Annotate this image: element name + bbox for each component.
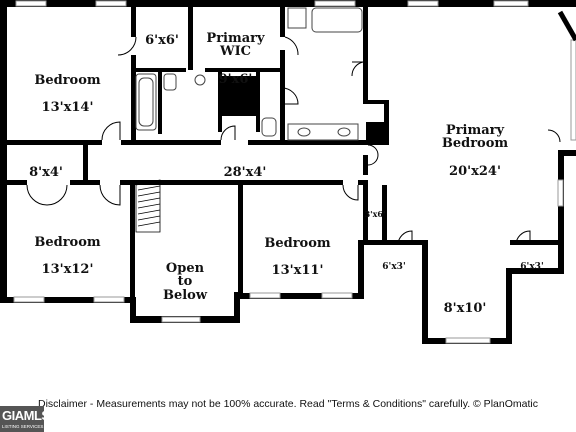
room-closet-small: 3'x6' xyxy=(362,202,388,219)
door-swings xyxy=(26,36,561,246)
room-closet-left-size: 8'x4' xyxy=(29,164,63,180)
mls-logo-tagline: LISTING SERVICES xyxy=(2,424,44,429)
disclaimer-text: Disclaimer - Measurements may not be 100… xyxy=(38,398,538,410)
room-bedroom-sw-size: 13'x12' xyxy=(41,261,94,277)
room-primary-wic-size: 9'x6' xyxy=(218,71,253,87)
room-hallway: 28'x4' xyxy=(205,152,285,179)
room-closet-left: 8'x4' xyxy=(16,152,76,179)
room-hallway-size: 28'x4' xyxy=(223,164,267,180)
room-bedroom-nw: Bedroom 13'x14' xyxy=(20,60,115,115)
room-closet-top-size: 6'x6' xyxy=(145,32,179,48)
mls-logo: GIAMLS LISTING SERVICES xyxy=(0,406,50,432)
room-closet-small-size: 3'x6' xyxy=(364,209,386,220)
room-primary-bedroom: Primary Bedroom 20'x24' xyxy=(420,110,530,178)
room-primary-bedroom-size: 20'x24' xyxy=(449,163,501,179)
room-primary-wic-name: Primary WIC xyxy=(206,30,265,60)
room-closet-6x3-left-size: 6'x3' xyxy=(382,262,406,273)
room-closet-6x3-right: 6'x3' xyxy=(512,254,552,273)
room-alcove: 8'x10' xyxy=(430,288,500,315)
interior-walls xyxy=(7,7,560,300)
room-bedroom-sw-name: Bedroom xyxy=(34,234,101,250)
room-bedroom-nw-size: 13'x14' xyxy=(41,99,94,115)
room-closet-6x3-left: 6'x3' xyxy=(374,254,414,273)
windows xyxy=(13,0,576,344)
solid-fills xyxy=(222,76,388,142)
exterior-walls xyxy=(0,0,576,344)
mls-logo-text: GIAMLS xyxy=(2,408,50,423)
room-closet-6x3-right-size: 6'x3' xyxy=(520,262,544,273)
room-primary-wic: Primary WIC 9'x6' xyxy=(193,18,278,86)
bay-window xyxy=(557,10,576,42)
room-bedroom-s-size: 13'x11' xyxy=(271,262,324,278)
room-bedroom-sw: Bedroom 13'x12' xyxy=(20,222,115,277)
room-open-to-below-name: Open to Below xyxy=(162,260,208,303)
bath-fixtures xyxy=(135,7,363,141)
room-bedroom-nw-name: Bedroom xyxy=(34,72,101,88)
room-alcove-size: 8'x10' xyxy=(443,300,487,316)
room-open-to-below: Open to Below xyxy=(145,248,225,303)
room-bedroom-s: Bedroom 13'x11' xyxy=(250,223,345,278)
room-closet-top: 6'x6' xyxy=(138,20,186,47)
room-bedroom-s-name: Bedroom xyxy=(264,235,331,251)
stairs xyxy=(135,179,161,233)
room-primary-bedroom-name: Primary Bedroom xyxy=(441,122,509,152)
